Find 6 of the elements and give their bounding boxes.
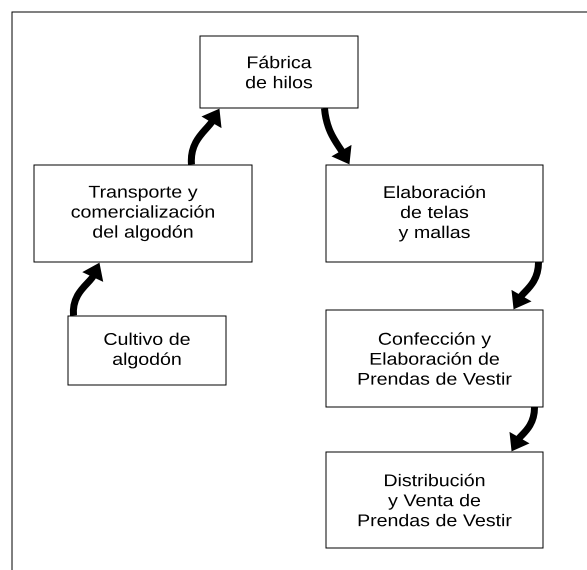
process-box: Fábrica de hilos xyxy=(200,36,358,108)
process-box: Transporte y comercialización del algodón xyxy=(34,164,252,262)
process-box: Confección y Elaboración de Prendas de Vestir xyxy=(326,310,544,408)
process-box: Cultivo de algodón xyxy=(68,316,226,386)
process-box: Elaboración de telas y mallas xyxy=(326,164,544,262)
process-box: Distribución y Venta de Prendas de Vestir xyxy=(326,451,544,548)
